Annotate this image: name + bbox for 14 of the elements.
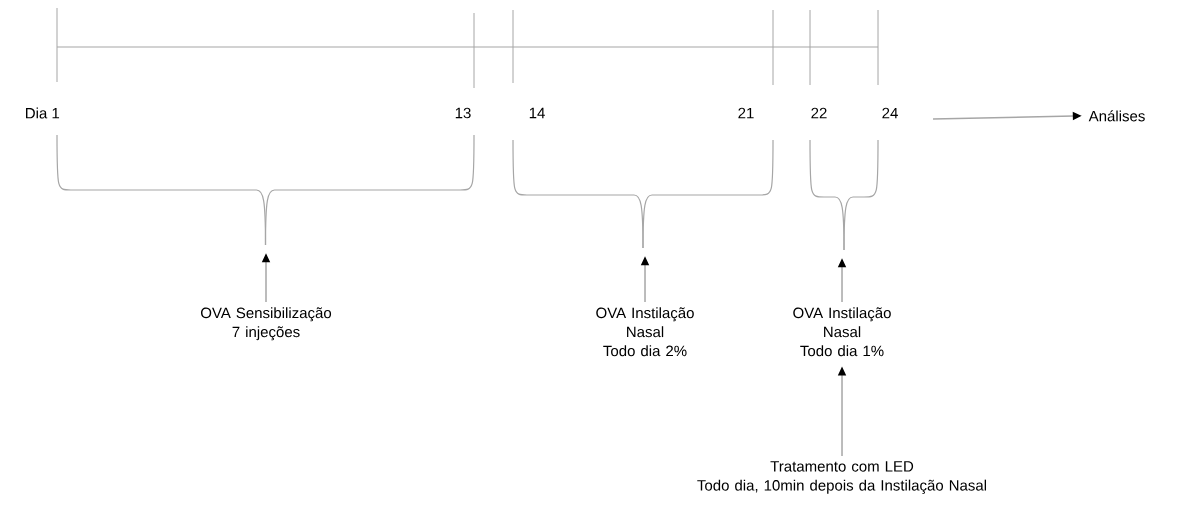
- day-label: Dia 1: [26, 107, 60, 119]
- text-label: OVA Instilação Nasal Todo dia 1%: [793, 307, 891, 357]
- day-label: 24: [882, 107, 898, 119]
- text-label: Tratamento com LED Todo dia, 10min depois da Instilação Nasal: [697, 461, 986, 494]
- day-label: 21: [738, 107, 754, 119]
- curly-brace: [809, 139, 879, 251]
- text-label: OVA Sensibilização 7 injeções: [201, 307, 332, 341]
- text-label: OVA Instilação Nasal Todo dia 2%: [596, 307, 694, 357]
- curly-brace: [56, 134, 475, 246]
- curly-brace: [512, 139, 774, 249]
- end-label: Análises: [1088, 110, 1145, 122]
- day-label: 22: [811, 107, 827, 119]
- day-label: 14: [529, 107, 545, 119]
- day-label: 13: [455, 107, 471, 119]
